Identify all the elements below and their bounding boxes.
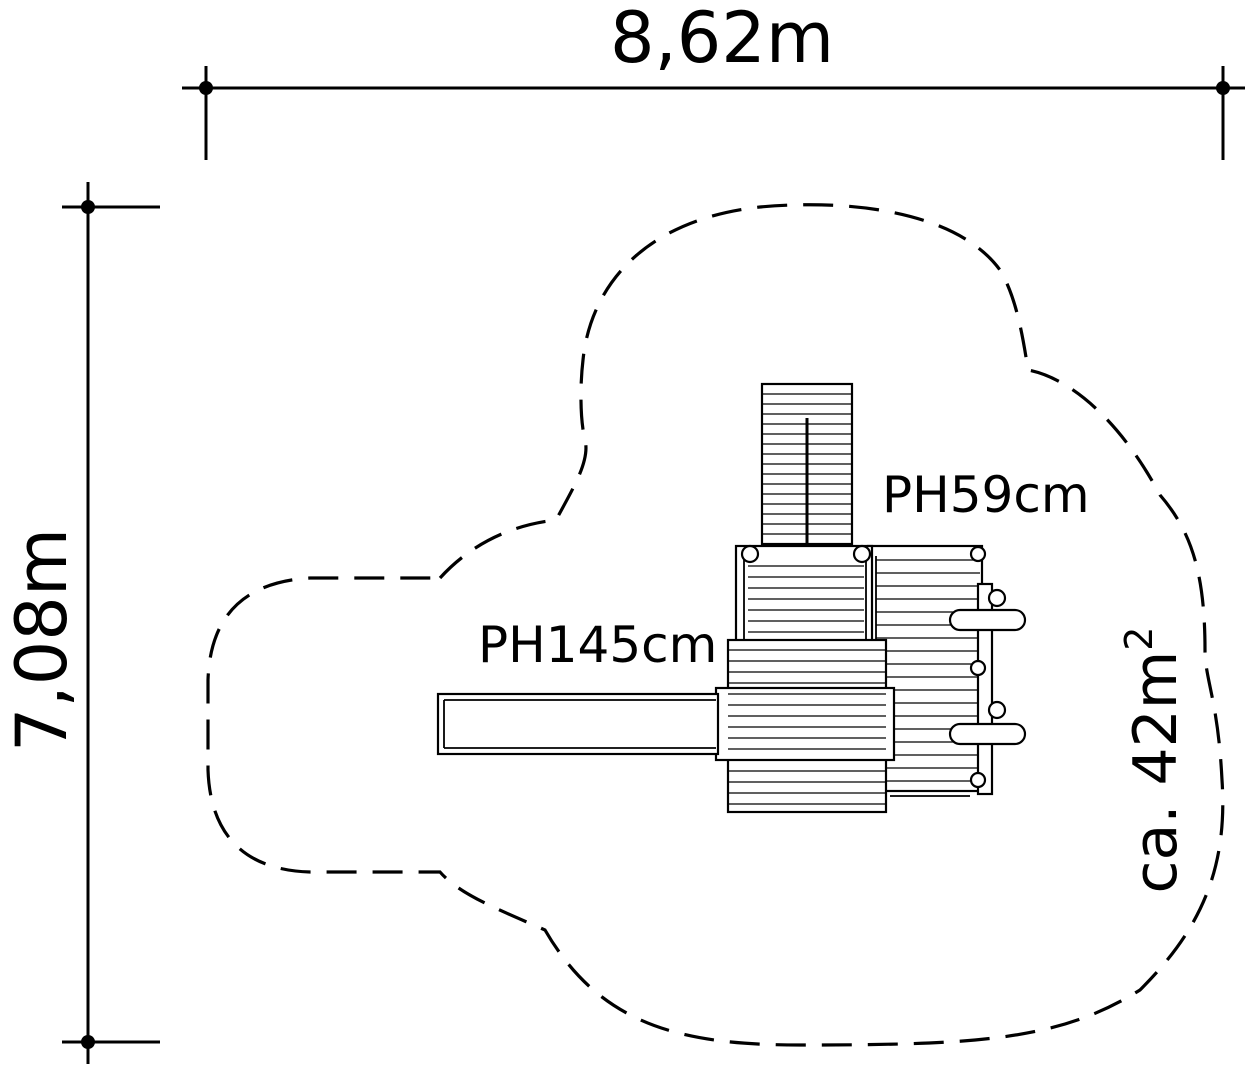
- main-platform: [714, 638, 896, 814]
- width-dimension: 8,62m: [182, 0, 1245, 160]
- height-dimension: 7,08m: [1, 182, 160, 1064]
- width-label: 8,62m: [610, 0, 834, 79]
- platform-high-label: PH145cm: [478, 616, 717, 674]
- platform-low-label: PH59cm: [882, 466, 1090, 524]
- safety-area-outline: [206, 203, 1225, 1047]
- area-label: ca. 42m2: [1117, 627, 1191, 894]
- ladder: [760, 382, 854, 546]
- area-value: ca. 42m: [1121, 651, 1191, 894]
- area-unit-superscript: 2: [1117, 627, 1161, 651]
- height-label: 7,08m: [1, 528, 83, 752]
- slide: [436, 692, 720, 756]
- tower: [734, 544, 874, 652]
